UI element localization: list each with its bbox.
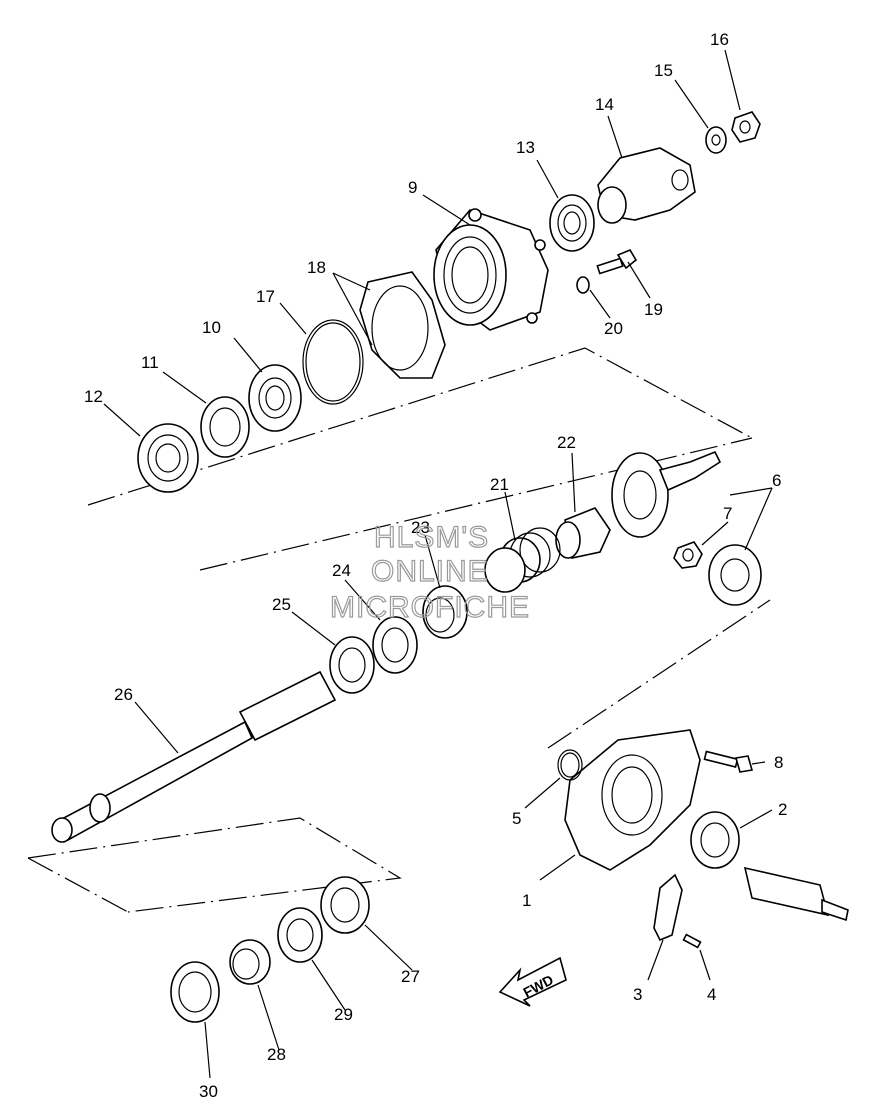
part-25-bearing — [329, 636, 375, 694]
callout-21: 21 — [490, 475, 509, 494]
callout-1: 1 — [522, 891, 531, 910]
part-10-bearing — [248, 364, 302, 432]
part-22-collar — [555, 507, 611, 559]
fwd-arrow-icon: FWD — [498, 956, 567, 1007]
part-14-yoke — [597, 147, 696, 224]
part-6-gear-set — [611, 450, 762, 606]
callout-14: 14 — [595, 95, 614, 114]
watermark-line-2: ONLINE — [371, 555, 489, 588]
part-28-collar — [229, 939, 271, 985]
watermark-line-1: HLSM'S — [374, 521, 489, 554]
callout-16: 16 — [710, 30, 729, 49]
callout-22: 22 — [557, 433, 576, 452]
part-24-bearing — [372, 616, 418, 674]
callout-9: 9 — [408, 178, 417, 197]
callout-7: 7 — [723, 504, 732, 523]
part-5-o-ring — [557, 749, 583, 781]
callout-8: 8 — [774, 753, 783, 772]
part-13-bearing — [549, 194, 595, 252]
part-27-bearing — [320, 876, 370, 934]
callout-labels: 1 2 3 4 5 6 7 8 9 10 11 12 13 14 15 16 1… — [84, 30, 787, 1101]
part-17-o-ring — [302, 319, 364, 405]
callout-27: 27 — [401, 967, 420, 986]
callout-15: 15 — [654, 61, 673, 80]
callout-30: 30 — [199, 1082, 218, 1101]
callout-3: 3 — [633, 985, 642, 1004]
callout-13: 13 — [516, 138, 535, 157]
part-9-housing — [433, 208, 549, 331]
part-29-nut-ring — [277, 907, 323, 963]
callout-19: 19 — [644, 300, 663, 319]
callout-26: 26 — [114, 685, 133, 704]
part-7-nut — [673, 541, 703, 569]
part-18-gasket — [359, 271, 446, 379]
callout-6: 6 — [772, 471, 781, 490]
watermark: HLSM'S ONLINE MICROFICHE — [329, 520, 530, 624]
watermark-line-3: MICROFICHE — [330, 591, 530, 624]
callout-20: 20 — [604, 319, 623, 338]
part-11-nut-ring — [200, 396, 250, 458]
callout-29: 29 — [334, 1005, 353, 1024]
callout-2: 2 — [778, 800, 787, 819]
part-20-washer — [576, 276, 590, 294]
part-19-bolt — [596, 248, 638, 275]
part-2-seal — [690, 811, 740, 869]
callout-18: 18 — [307, 258, 326, 277]
assembly-boundaries — [27, 347, 771, 913]
part-21-spring — [484, 527, 561, 593]
part-3-plate — [653, 873, 683, 942]
callout-4: 4 — [707, 985, 716, 1004]
part-26-shaft — [51, 670, 337, 843]
part-4-screw — [682, 933, 702, 949]
callout-23: 23 — [411, 518, 430, 537]
output-shaft — [743, 866, 849, 922]
part-15-washer — [705, 126, 727, 154]
leader-lines — [103, 49, 773, 1079]
callout-12: 12 — [84, 387, 103, 406]
part-1-housing-cover — [564, 729, 701, 871]
part-8-bolt — [703, 750, 754, 773]
part-12-seal — [137, 423, 199, 493]
part-23-bushing — [422, 585, 468, 639]
callout-24: 24 — [332, 561, 351, 580]
callout-10: 10 — [202, 318, 221, 337]
callout-11: 11 — [141, 353, 159, 372]
part-16-nut — [731, 111, 761, 143]
callout-5: 5 — [512, 809, 521, 828]
callout-28: 28 — [267, 1045, 286, 1064]
callout-25: 25 — [272, 595, 291, 614]
callout-17: 17 — [256, 287, 275, 306]
part-30-seal — [170, 961, 220, 1023]
